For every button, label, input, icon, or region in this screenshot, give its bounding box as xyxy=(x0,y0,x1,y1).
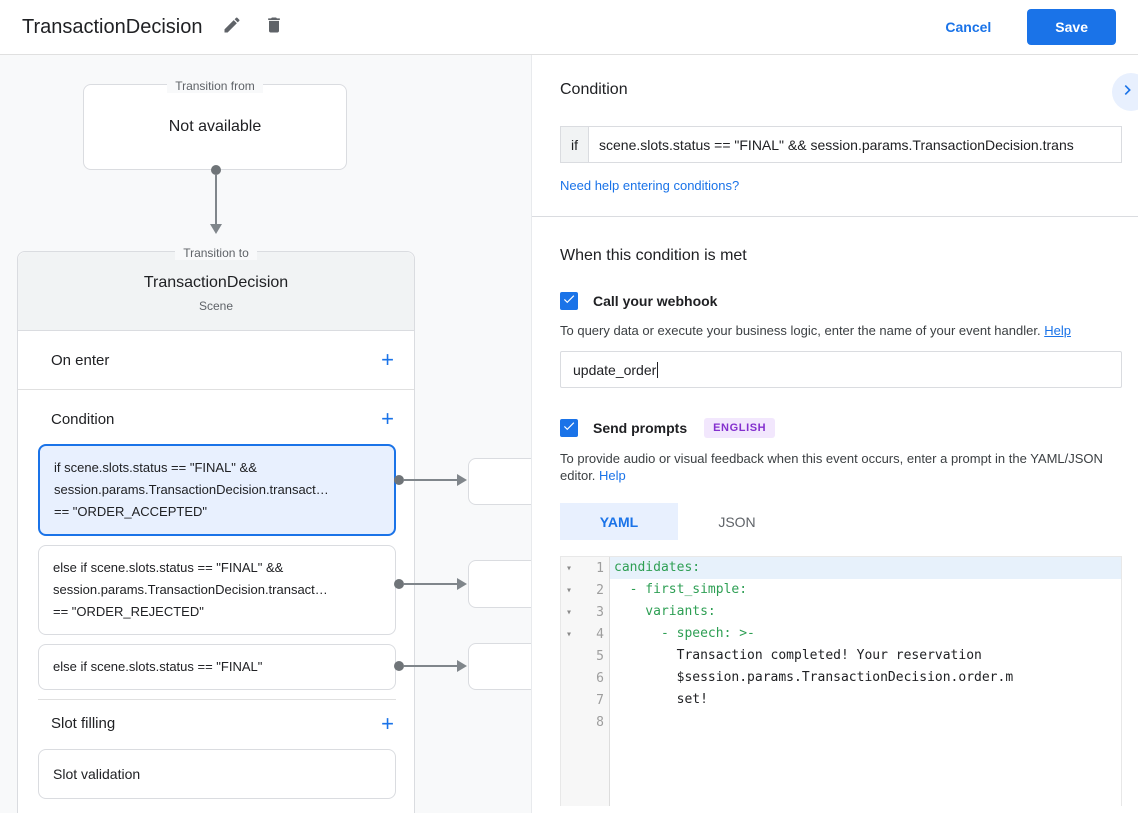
slot-validation-item[interactable]: Slot validation xyxy=(38,749,396,799)
condition-line: else if scene.slots.status == "FINAL" && xyxy=(53,560,284,575)
top-bar: TransactionDecision Cancel Save xyxy=(0,0,1138,55)
code-line: ▾2 - first_simple: xyxy=(561,579,1121,601)
scene-card-header: TransactionDecision Scene xyxy=(18,252,414,331)
when-met-section: When this condition is met Call your web… xyxy=(532,217,1138,806)
delete-scene-button[interactable] xyxy=(262,15,286,39)
code-line: 8 xyxy=(561,711,1121,733)
line-number: 7 xyxy=(596,692,604,708)
condition-expression-input[interactable]: scene.slots.status == "FINAL" && session… xyxy=(588,126,1122,163)
language-badge: ENGLISH xyxy=(704,418,776,438)
transition-target-box[interactable] xyxy=(468,560,531,608)
webhook-description-text: To query data or execute your business l… xyxy=(560,323,1041,338)
add-condition-icon[interactable]: + xyxy=(381,406,394,431)
condition-section: Condition if scene.slots.status == "FINA… xyxy=(532,55,1138,217)
transition-from-content: Not available xyxy=(168,118,262,135)
condition-panel-title: Condition xyxy=(560,81,628,98)
transition-from-box: Transition from Not available xyxy=(83,79,347,170)
condition-item-final[interactable]: else if scene.slots.status == "FINAL" xyxy=(38,644,396,690)
text-caret xyxy=(657,361,659,378)
condition-item-rejected[interactable]: else if scene.slots.status == "FINAL" &&… xyxy=(38,545,396,635)
condition-line: == "ORDER_REJECTED" xyxy=(53,604,204,619)
webhook-help-link[interactable]: Help xyxy=(1044,323,1071,338)
transition-to-label: Transition to xyxy=(18,244,414,262)
fold-arrow-icon[interactable]: ▾ xyxy=(565,562,573,574)
transition-from-label: Transition from xyxy=(84,77,346,95)
on-enter-label: On enter xyxy=(51,351,110,369)
condition-line: session.params.TransactionDecision.trans… xyxy=(54,482,329,497)
yaml-code-editor[interactable]: ▾1 candidates: ▾2 - first_simple: ▾3 var… xyxy=(560,556,1122,806)
transition-to-card: Transition to TransactionDecision Scene … xyxy=(17,246,415,813)
editor-empty-area xyxy=(561,733,1121,806)
prompts-description: To provide audio or visual feedback when… xyxy=(560,450,1112,484)
code-line: ▾1 candidates: xyxy=(561,557,1121,579)
line-number: 4 xyxy=(596,626,604,642)
condition-line: == "ORDER_ACCEPTED" xyxy=(54,504,207,519)
editor-format-tabs: YAML JSON xyxy=(560,503,1122,540)
pencil-icon xyxy=(222,15,242,40)
code-line: 7 set! xyxy=(561,689,1121,711)
checkmark-icon xyxy=(562,419,576,438)
main-area: Transition from Not available Transition… xyxy=(0,55,1138,813)
prompts-help-link[interactable]: Help xyxy=(599,468,626,483)
section-divider xyxy=(38,699,396,700)
page-title: TransactionDecision xyxy=(22,15,203,38)
condition-line: if scene.slots.status == "FINAL" && xyxy=(54,460,257,475)
checkmark-icon xyxy=(562,292,576,311)
cancel-button[interactable]: Cancel xyxy=(945,19,992,35)
fold-arrow-icon[interactable]: ▾ xyxy=(565,606,573,618)
add-slot-icon[interactable]: + xyxy=(381,710,394,736)
condition-line: else if scene.slots.status == "FINAL" xyxy=(53,659,263,674)
condition-item-accepted[interactable]: if scene.slots.status == "FINAL" && sess… xyxy=(38,444,396,536)
line-number: 8 xyxy=(596,714,604,730)
scene-name: TransactionDecision xyxy=(143,274,289,291)
line-number: 6 xyxy=(596,670,604,686)
scene-type-label: Scene xyxy=(198,299,234,313)
condition-line: session.params.TransactionDecision.trans… xyxy=(53,582,328,597)
slot-filling-row: Slot filling + xyxy=(18,700,414,747)
condition-help-link[interactable]: Need help entering conditions? xyxy=(560,178,740,193)
code-line: 5 Transaction completed! Your reservatio… xyxy=(561,645,1121,667)
webhook-checkbox[interactable] xyxy=(560,292,578,310)
send-prompts-label: Send prompts xyxy=(593,420,688,436)
transition-target-box[interactable] xyxy=(468,458,531,505)
code-line: 6 $session.params.TransactionDecision.or… xyxy=(561,667,1121,689)
fold-arrow-icon[interactable]: ▾ xyxy=(565,628,573,640)
webhook-label: Call your webhook xyxy=(593,293,718,309)
code-line: ▾4 - speech: >- xyxy=(561,623,1121,645)
on-enter-row: On enter + xyxy=(18,331,414,390)
edit-title-button[interactable] xyxy=(220,15,244,39)
add-on-enter-icon[interactable]: + xyxy=(381,347,394,372)
line-number: 3 xyxy=(596,604,604,620)
prompts-description-text: To provide audio or visual feedback when… xyxy=(560,451,1103,483)
if-prefix-label: if xyxy=(560,126,588,163)
line-number: 1 xyxy=(596,560,604,576)
tab-yaml[interactable]: YAML xyxy=(560,503,678,540)
webhook-check-row: Call your webhook xyxy=(560,292,1122,310)
code-line: ▾3 variants: xyxy=(561,601,1121,623)
panel-divider xyxy=(532,216,1138,217)
webhook-description: To query data or execute your business l… xyxy=(560,322,1112,339)
send-prompts-checkbox[interactable] xyxy=(560,419,578,437)
condition-section-label: Condition xyxy=(51,410,115,428)
event-handler-input[interactable]: update_order xyxy=(560,351,1122,388)
prompts-check-row: Send prompts ENGLISH xyxy=(560,418,1122,438)
save-button[interactable]: Save xyxy=(1027,9,1116,45)
transition-target-box[interactable] xyxy=(468,643,531,690)
line-number: 5 xyxy=(596,648,604,664)
when-met-title: When this condition is met xyxy=(560,247,747,264)
scene-diagram: Transition from Not available Transition… xyxy=(0,55,531,813)
tab-json[interactable]: JSON xyxy=(718,513,756,530)
slot-filling-label: Slot filling xyxy=(51,715,116,732)
trash-icon xyxy=(264,15,284,40)
collapse-panel-button[interactable] xyxy=(1112,73,1138,111)
event-handler-value: update_order xyxy=(573,361,657,378)
fold-arrow-icon[interactable]: ▾ xyxy=(565,584,573,596)
condition-editor-panel: Condition if scene.slots.status == "FINA… xyxy=(531,55,1138,813)
condition-items: if scene.slots.status == "FINAL" && sess… xyxy=(18,434,414,700)
chevron-right-icon xyxy=(1118,80,1138,105)
condition-section-row: Condition + xyxy=(18,390,414,434)
line-number: 2 xyxy=(596,582,604,598)
